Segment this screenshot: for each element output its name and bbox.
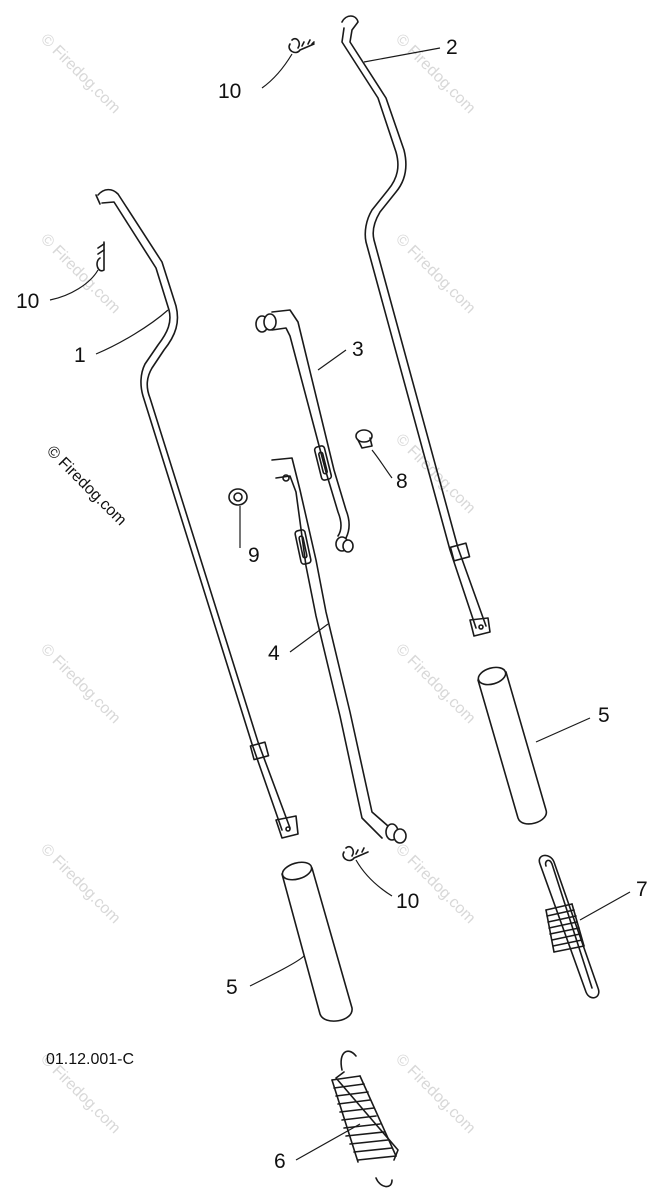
callout-1: 1	[74, 344, 86, 367]
part-10-clip-left	[96, 241, 105, 272]
part-10-clip-top	[288, 37, 315, 54]
part-3-rod	[255, 309, 354, 553]
watermark-text: © Firedog.com	[37, 31, 123, 117]
watermark-text: © Firedog.com	[37, 231, 123, 317]
watermark-text: © Firedog.com	[392, 231, 478, 317]
callout-6: 6	[274, 1150, 286, 1173]
part-1-rod	[95, 188, 299, 839]
callout-5-left: 5	[226, 976, 238, 999]
part-10-clip-bottom	[342, 845, 369, 862]
watermark-text: © Firedog.com	[392, 641, 478, 727]
watermark-text: © Firedog.com	[37, 641, 123, 727]
copyright-text: © Firedog.com	[43, 443, 129, 529]
part-9-bushing	[228, 488, 248, 506]
callout-10-top: 10	[218, 80, 241, 103]
part-7-spring	[538, 854, 600, 999]
callout-9: 9	[248, 544, 260, 567]
callout-4: 4	[268, 642, 280, 665]
part-8-pin	[355, 429, 373, 449]
callout-7: 7	[636, 878, 648, 901]
part-4-rod	[271, 457, 407, 844]
callout-10-left: 10	[16, 290, 39, 313]
callout-8: 8	[396, 470, 408, 493]
part-6-spring	[331, 1050, 399, 1188]
watermark-text: © Firedog.com	[392, 841, 478, 927]
watermark-text: © Firedog.com	[392, 1051, 478, 1137]
callout-2: 2	[446, 36, 458, 59]
diagram-code: 01.12.001-C	[46, 1051, 135, 1068]
callout-3: 3	[352, 338, 364, 361]
callout-5-right: 5	[598, 704, 610, 727]
watermark-text: © Firedog.com	[37, 841, 123, 927]
part-5-grip-left	[281, 861, 353, 1022]
watermark-text: © Firedog.com	[392, 31, 478, 117]
part-5-grip-right	[477, 666, 547, 825]
leader-lines	[49, 47, 631, 1161]
callout-10-bottom: 10	[396, 890, 419, 913]
part-2-rod	[341, 15, 491, 637]
watermark-layer: © Firedog.com © Firedog.com © Firedog.co…	[37, 31, 478, 1137]
